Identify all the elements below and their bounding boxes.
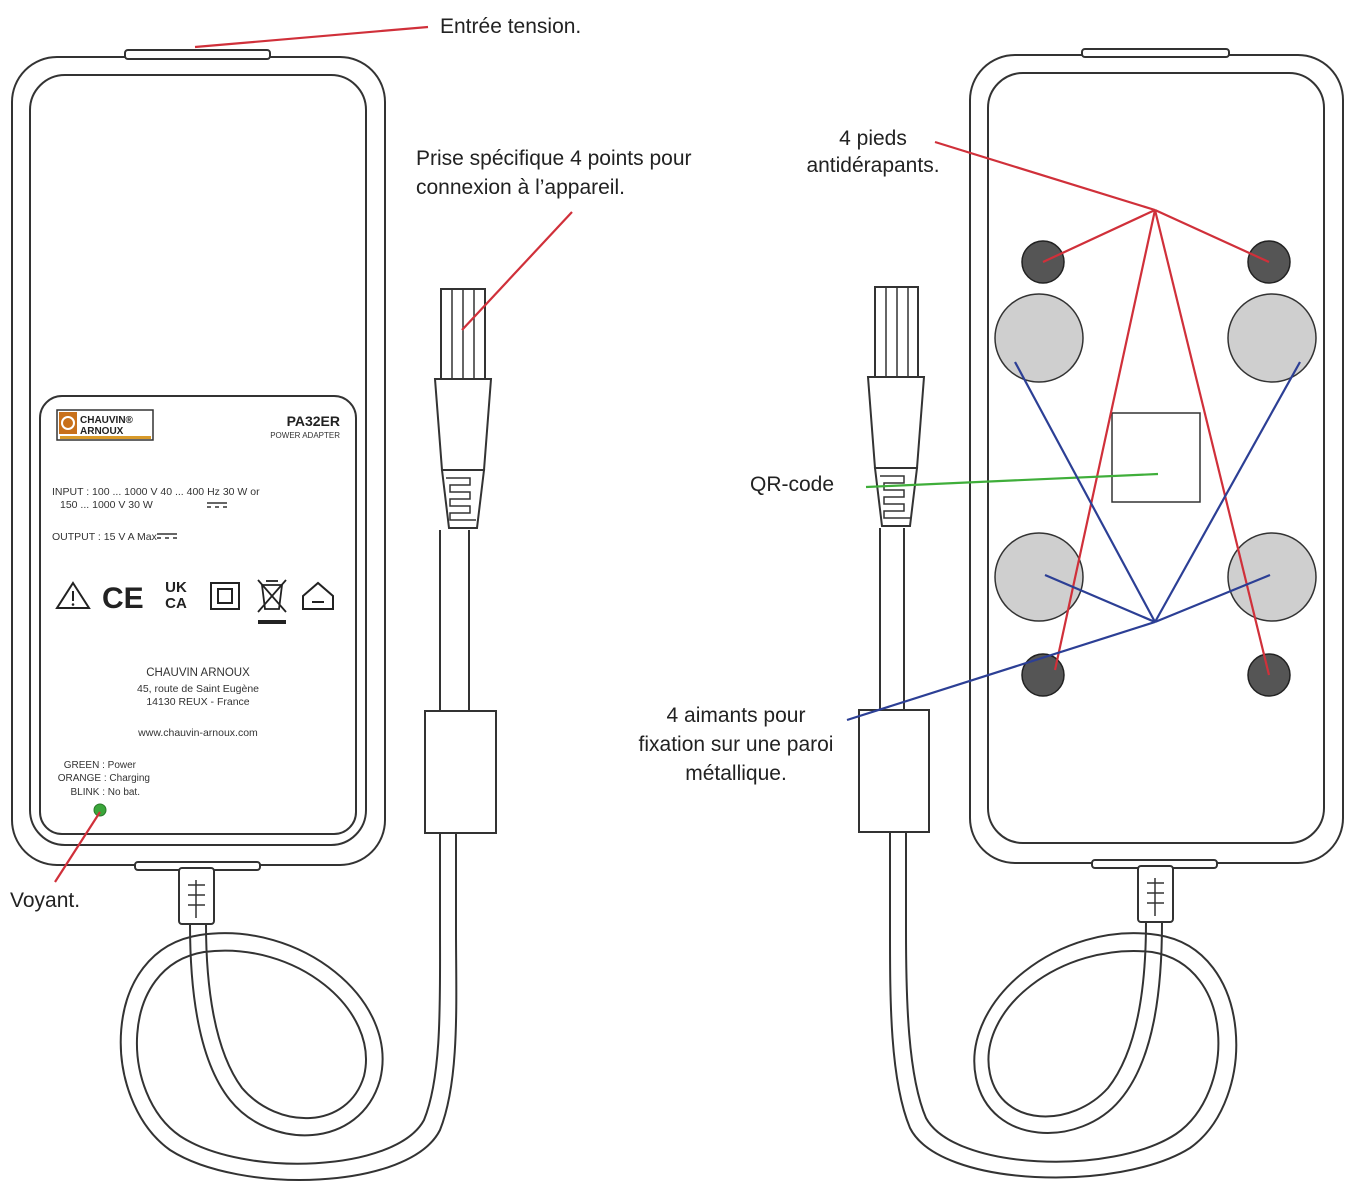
brand-bottom: ARNOUX: [80, 426, 124, 437]
magnet-top-right: [1227, 293, 1317, 383]
leader-magnets: [846, 361, 1301, 722]
callout-magnets-line2: fixation sur une paroi: [639, 733, 834, 756]
back-view: [858, 48, 1344, 1179]
back-cable-strain-relief: [1137, 865, 1174, 923]
led-legend-green: GREEN : Power: [64, 760, 137, 771]
leader-led: [54, 811, 101, 883]
company-name: CHAUVIN ARNOUX: [146, 667, 250, 679]
callout-led: Voyant.: [10, 889, 80, 912]
warning-icon: [55, 581, 91, 609]
magnet-bottom-left: [994, 532, 1084, 622]
leader-feet: [934, 140, 1271, 676]
led-legend-orange: ORANGE : Charging: [58, 773, 150, 784]
callout-magnets-line3: métallique.: [685, 762, 787, 785]
leader-connector: [461, 211, 573, 331]
leader-voltage-input: [194, 25, 429, 49]
chauvin-arnoux-logo: CHAUVIN® ARNOUX: [56, 409, 154, 441]
callout-voltage-input: Entrée tension.: [440, 15, 581, 38]
brand-top: CHAUVIN®: [80, 415, 134, 426]
input-spec-line2: 150 ... 1000 V 30 W: [60, 499, 153, 511]
led-legend-blink: BLINK : No bat.: [71, 787, 140, 798]
magnet-top-left: [994, 293, 1084, 383]
callout-magnets-line1: 4 aimants pour: [667, 704, 806, 727]
front-4-point-connector: [433, 288, 493, 529]
callout-connector-line2: connexion à l’appareil.: [416, 176, 625, 199]
front-top-nub: [124, 49, 271, 60]
ukca-mark-bottom: CA: [165, 595, 187, 612]
leader-lines: [54, 25, 1301, 883]
weee-bin-icon: [257, 579, 287, 624]
callout-qr: QR-code: [750, 473, 834, 496]
dc-symbol-icon: [207, 502, 227, 508]
indoor-use-icon: [302, 581, 334, 610]
product-label: [39, 395, 357, 835]
back-cable: [858, 528, 1238, 1179]
callout-feet-line1: 4 pieds: [839, 127, 907, 150]
back-top-nub: [1081, 48, 1230, 58]
callout-connector-line1: Prise spécifique 4 points pour: [416, 147, 692, 170]
foot-bottom-left: [1021, 653, 1065, 697]
front-cable-strain-relief: [178, 867, 215, 925]
leader-qr: [865, 472, 1159, 489]
model-subtitle: POWER ADAPTER: [270, 431, 340, 440]
double-insulation-icon: [210, 582, 240, 610]
back-4-point-connector: [866, 286, 926, 527]
front-cable: [119, 530, 497, 1181]
company-website: www.chauvin-arnoux.com: [137, 727, 258, 739]
callout-feet-line2: antidérapants.: [806, 154, 939, 177]
input-spec-line1: INPUT : 100 ... 1000 V 40 ... 400 Hz 30 …: [52, 486, 260, 498]
qr-code-area: [1111, 412, 1201, 503]
company-address-2: 14130 REUX - France: [146, 696, 249, 708]
ukca-mark-top: UK: [165, 579, 187, 596]
front-inner-panel: [29, 74, 367, 846]
ce-mark: CE: [102, 582, 144, 615]
status-led: [93, 803, 107, 817]
back-inner-panel: [987, 72, 1325, 844]
front-housing: [11, 56, 386, 866]
output-spec: OUTPUT : 15 V A Max: [52, 531, 158, 543]
front-view: CHAUVIN® ARNOUX PA32ER POWER ADAPTER INP…: [11, 49, 497, 1181]
company-address-1: 45, route de Saint Eugène: [137, 683, 259, 695]
dc-output-symbol-icon: [157, 533, 177, 539]
model-name: PA32ER: [287, 413, 340, 429]
magnet-bottom-right: [1227, 532, 1317, 622]
callout-labels: Entrée tension. Prise spécifique 4 point…: [10, 15, 940, 912]
